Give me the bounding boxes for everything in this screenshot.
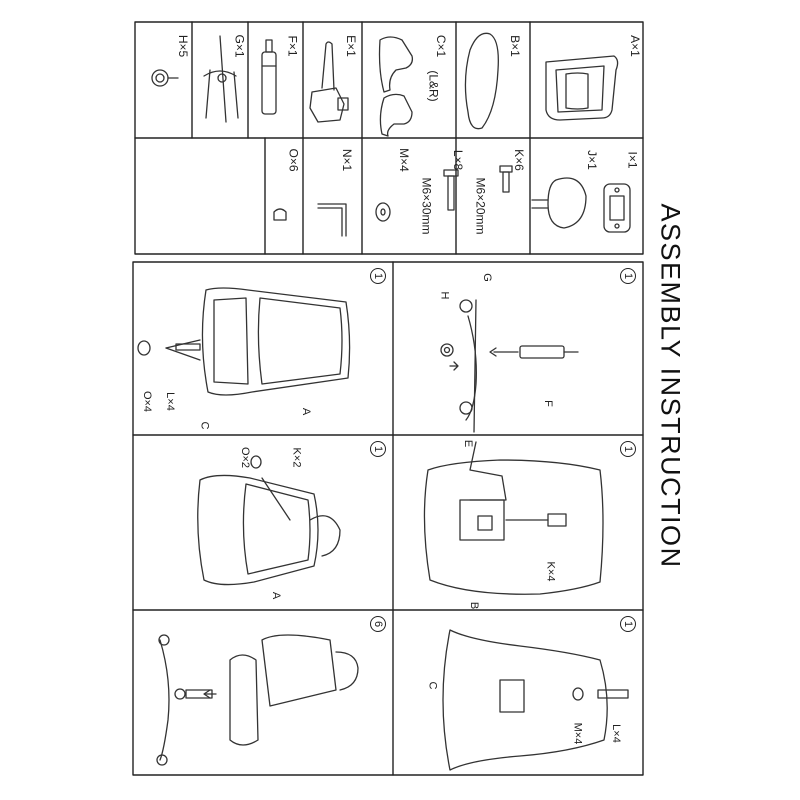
step-headrest-drawing (197, 455, 341, 586)
part-f-gaslift-drawing (261, 39, 277, 115)
step1-label-h: H (438, 291, 451, 300)
part-dim-k: M6×20mm (473, 177, 488, 235)
step4-label-ox4: O×4 (141, 390, 154, 413)
step2-label-b: B (468, 601, 481, 610)
step-number-2: 1 (620, 441, 636, 457)
part-m-washer-drawing (375, 202, 391, 222)
part-label-c-note: (L&R) (426, 70, 441, 102)
step-number-5: 1 (370, 441, 386, 457)
step-backrest-drawing (137, 287, 351, 396)
part-b-seat-drawing (464, 32, 499, 130)
step2-label-e: E (462, 439, 475, 448)
part-dim-l: M6×30mm (419, 177, 434, 235)
step4-label-lx4: L×4 (163, 392, 176, 411)
part-label-n: N×1 (340, 148, 355, 172)
step3-label-lx4: L×4 (609, 724, 622, 743)
part-i-bracket-drawing (603, 183, 631, 233)
part-k-bolt-drawing (499, 165, 513, 193)
part-g-base-drawing (203, 35, 239, 123)
part-label-k: K×6 (511, 149, 526, 171)
part-label-f: F×1 (285, 35, 300, 57)
part-n-allen-key-drawing (317, 203, 347, 237)
page-title: ASSEMBLY INSTRUCTION (655, 203, 686, 569)
part-label-c: C×1 (434, 34, 449, 58)
part-label-o: O×6 (286, 148, 301, 172)
part-c-armrests-drawing (378, 36, 414, 137)
step-number-4: 1 (370, 268, 386, 284)
part-a-backrest-drawing (545, 55, 619, 121)
step5-label-a: A (270, 591, 283, 600)
parts-table-frame (134, 21, 644, 255)
part-label-a: A×1 (627, 35, 642, 57)
part-label-l: L×8 (451, 149, 466, 171)
part-j-headrest-drawing (531, 177, 587, 229)
part-o-cap-drawing (273, 208, 287, 221)
part-label-h: H×5 (176, 34, 191, 58)
part-label-j: J×1 (584, 150, 599, 170)
step-number-1: 1 (620, 268, 636, 284)
part-l-bolt-drawing (443, 169, 459, 211)
step-number-3: 1 (620, 616, 636, 632)
part-h-caster-drawing (151, 69, 179, 87)
step3-label-mx4: M×4 (571, 722, 584, 745)
step4-label-c: C (198, 421, 211, 430)
step-seat-drawing (423, 441, 604, 595)
step4-label-a: A (300, 407, 313, 416)
step-final-drawing (156, 634, 359, 766)
step1-label-g: G (480, 273, 493, 282)
steps-frame (132, 261, 644, 776)
part-label-b: B×1 (507, 35, 522, 57)
step5-label-ox2: O×2 (239, 446, 252, 469)
step2-label-kx4: K×4 (544, 561, 557, 582)
part-label-m: M×4 (396, 148, 411, 172)
part-label-i: I×1 (625, 151, 640, 169)
part-label-g: G×1 (232, 34, 247, 58)
step3-label-c: C (426, 681, 439, 690)
part-label-e: E×1 (343, 35, 358, 57)
part-e-mechanism-drawing (309, 41, 349, 123)
step1-label-f: F (541, 400, 554, 407)
step-armrest-drawing (442, 629, 629, 771)
step5-label-kx2: K×2 (290, 447, 303, 468)
step-number-6: 6 (370, 616, 386, 632)
step-base-drawing (440, 299, 579, 433)
